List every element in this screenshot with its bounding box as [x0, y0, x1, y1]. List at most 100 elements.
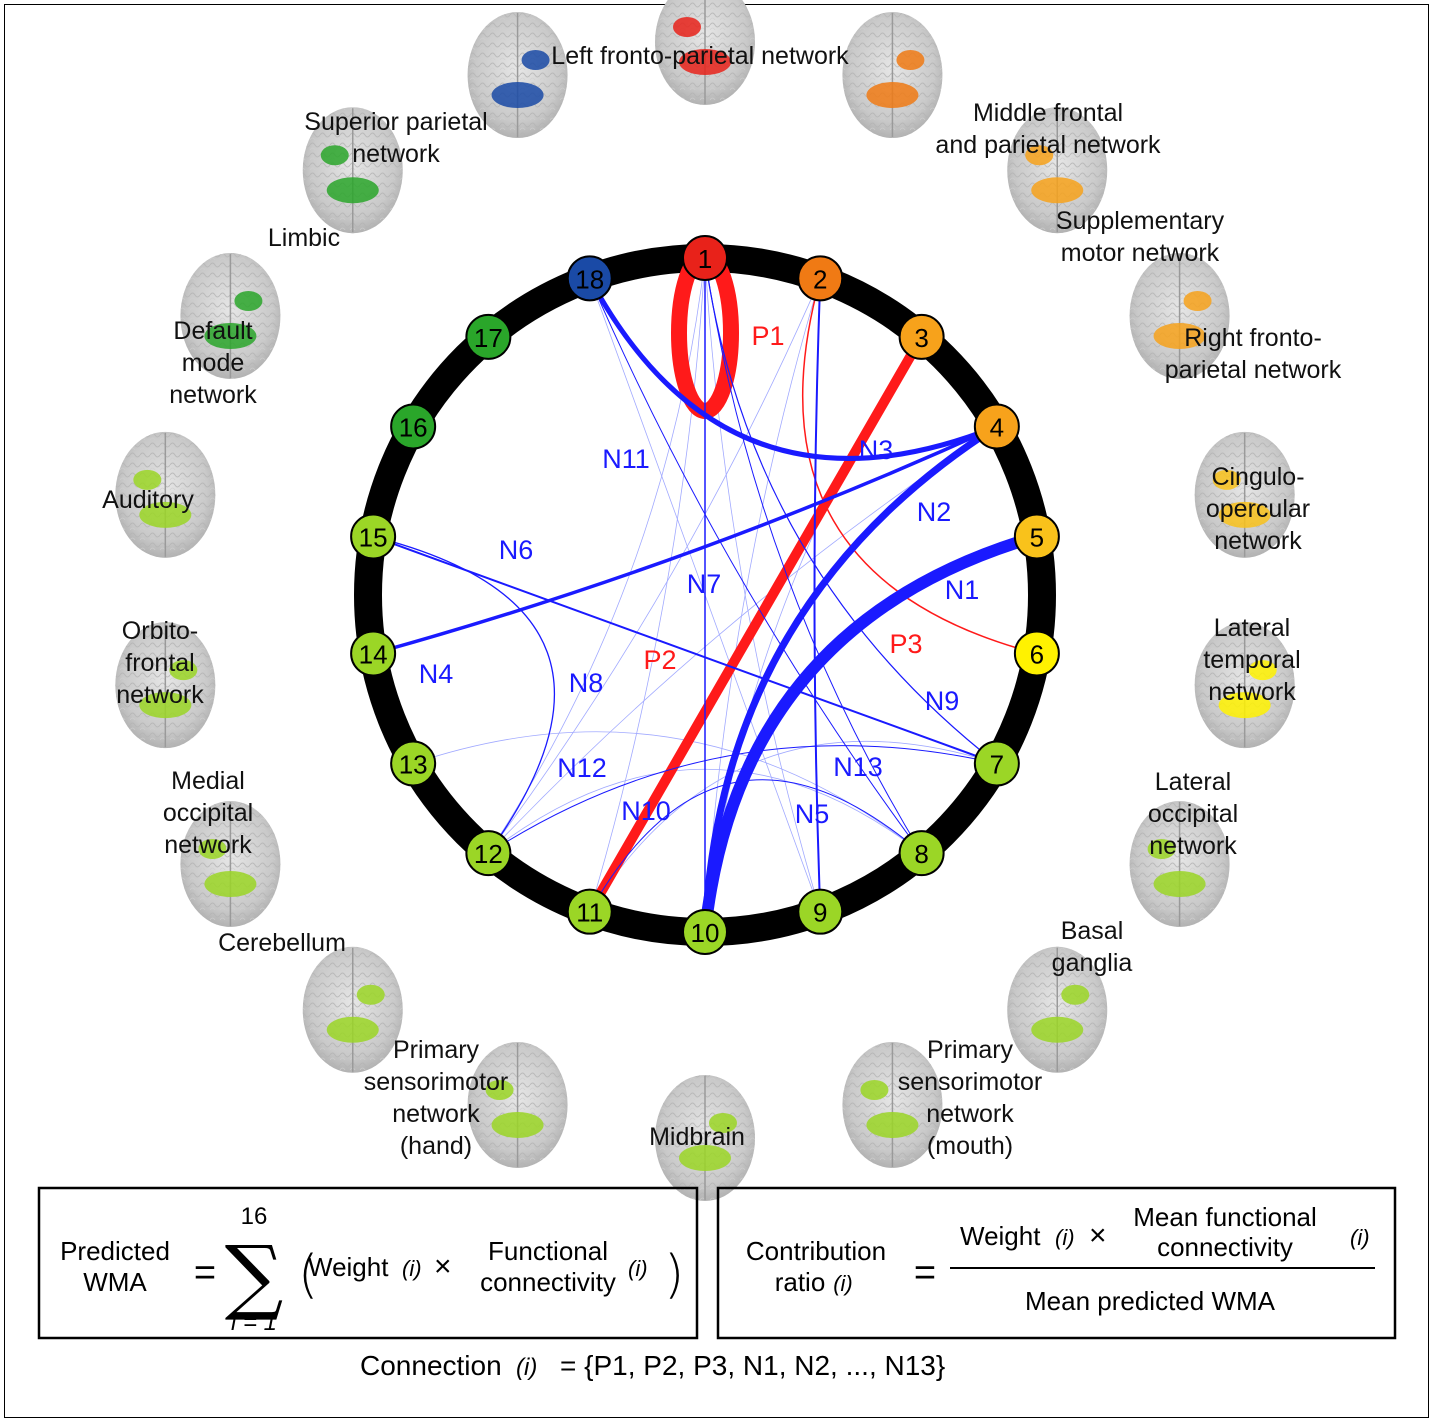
brain-image-3: [1007, 107, 1108, 234]
weight-label-right: Weight: [960, 1221, 1041, 1251]
brain-image-8: [1007, 946, 1108, 1073]
predicted-label: Predicted: [60, 1236, 170, 1266]
network-label-15: Auditory: [102, 486, 194, 514]
connection-label-N12: N12: [557, 753, 607, 783]
weak-connection-line: [488, 257, 706, 854]
brain-image-18: [467, 12, 568, 139]
network-label-line: motor network: [1061, 239, 1220, 267]
connection-index: (i): [516, 1354, 537, 1381]
network-label-10: Midbrain: [649, 1123, 745, 1151]
times-left: ×: [434, 1250, 452, 1283]
mfc-line2: connectivity: [1157, 1232, 1293, 1262]
network-label-line: Medial: [171, 767, 245, 795]
mfc-index: (i): [1350, 1225, 1370, 1250]
connection-label-N5: N5: [795, 799, 830, 829]
node-label: 5: [1030, 522, 1044, 552]
network-node-9: 9: [797, 888, 844, 935]
network-label-line: and parietal network: [935, 131, 1161, 159]
node-label: 3: [914, 323, 928, 353]
node-label: 14: [359, 640, 388, 670]
connection-N8: [372, 535, 555, 854]
equals-sign-right: =: [914, 1252, 936, 1294]
network-node-15: 15: [350, 513, 397, 560]
network-label-line: Orbito-: [122, 617, 198, 645]
network-label-line: (hand): [400, 1132, 472, 1160]
network-node-5: 5: [1013, 513, 1060, 560]
network-label-3: Supplementary motor network: [1056, 207, 1225, 267]
network-label-line: Cerebellum: [218, 929, 346, 957]
network-label-line: network: [116, 681, 204, 709]
node-label: 10: [691, 918, 720, 948]
brain-image-2: [842, 12, 943, 139]
network-node-10: 10: [682, 909, 728, 955]
denominator: Mean predicted WMA: [1025, 1286, 1276, 1316]
connection-label-N8: N8: [569, 668, 604, 698]
network-label-4: Right fronto-parietal network: [1165, 324, 1342, 384]
brain-image-4: [1129, 253, 1230, 379]
weak-connection-line: [488, 278, 821, 854]
node-label: 2: [813, 264, 827, 294]
network-label-line: parietal network: [1165, 356, 1342, 384]
network-label-line: opercular: [1206, 495, 1310, 523]
network-label-line: Primary: [927, 1036, 1014, 1064]
network-label-line: Lateral: [1155, 768, 1231, 796]
connection-N2: [701, 423, 1001, 936]
contribution-label: Contribution: [746, 1236, 886, 1266]
network-node-2: 2: [797, 255, 844, 302]
ratio-index: (i): [833, 1271, 853, 1296]
sum-symbol: ∑: [225, 1229, 284, 1324]
network-label-line: Midbrain: [649, 1123, 745, 1151]
network-label-line: network: [169, 381, 257, 409]
connection-N4: [371, 424, 999, 656]
fc-index: (i): [628, 1256, 648, 1281]
formula-left-box: Predicted WMA = 16 ∑ i = 1 ( Weight (i) …: [37, 1186, 699, 1340]
node-label: 7: [990, 750, 1004, 780]
network-label-9: Primary sensorimotor network (mouth): [898, 1036, 1043, 1160]
network-label-line: Left fronto-parietal network: [551, 42, 849, 70]
connection-label-P1: P1: [751, 321, 784, 351]
formula-right-box: Contribution ratio (i) = Weight (i) × Me…: [716, 1186, 1397, 1340]
connection-label-P3: P3: [889, 629, 922, 659]
paren-close: ): [664, 1245, 684, 1305]
brain-image-5: [1194, 431, 1295, 558]
sum-lower: i = 1: [231, 1309, 277, 1336]
connection-label-N3: N3: [859, 435, 894, 465]
weight-index-right: (i): [1055, 1225, 1075, 1250]
network-label-17: Limbic: [268, 224, 340, 252]
brain-image-14: [115, 622, 216, 749]
node-label: 17: [474, 323, 503, 353]
brain-image-16: [180, 253, 281, 379]
weight-index-left: (i): [402, 1256, 422, 1281]
connection-N13: [704, 257, 923, 854]
network-label-line: network: [392, 1100, 480, 1128]
network-label-line: network: [926, 1100, 1014, 1128]
connection-N11: [589, 277, 923, 854]
node-label: 12: [474, 839, 503, 869]
network-label-line: network: [1214, 527, 1302, 555]
node-label: 1: [698, 244, 712, 274]
network-label-line: temporal: [1203, 646, 1300, 674]
node-label: 8: [914, 839, 928, 869]
network-label-line: Supplementary: [1056, 207, 1225, 235]
connection-label-N1: N1: [945, 575, 980, 605]
network-label-line: ganglia: [1052, 949, 1133, 977]
connection-prefix: Connection: [360, 1350, 502, 1381]
network-node-18: 18: [566, 255, 613, 302]
network-label-line: sensorimotor: [898, 1068, 1043, 1096]
fc-line2: connectivity: [480, 1267, 616, 1297]
connection-label-N10: N10: [621, 796, 671, 826]
connection-N3: [587, 275, 1000, 461]
network-label-line: occipital: [1148, 800, 1238, 828]
node-label: 11: [576, 898, 603, 928]
fc-line1: Functional: [488, 1236, 608, 1266]
network-label-line: (mouth): [927, 1132, 1013, 1160]
weight-label-left: Weight: [308, 1252, 389, 1282]
network-label-line: Cingulo-: [1211, 463, 1304, 491]
connection-label-N4: N4: [419, 659, 454, 689]
weak-connection-line: [589, 740, 997, 912]
network-label-line: network: [1208, 678, 1296, 706]
